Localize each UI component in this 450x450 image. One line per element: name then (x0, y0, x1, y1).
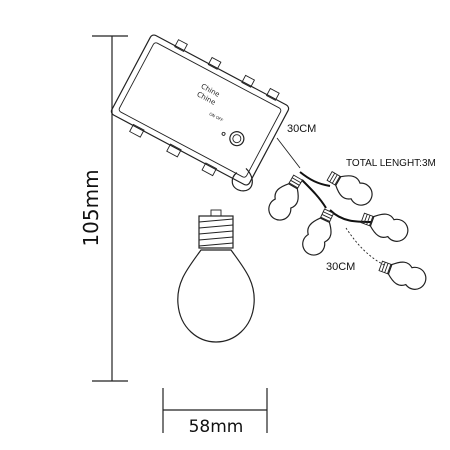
wire-segment-dashed (345, 227, 387, 267)
bulb-glass (268, 183, 299, 221)
switch-label: ON OFF (208, 111, 224, 123)
battery-box-clip (241, 74, 256, 88)
total-length-label: TOTAL LENGHT:3M (346, 158, 436, 169)
string-bulb (302, 208, 335, 256)
width-dimension: 58mm (162, 388, 268, 437)
power-switch-inner (232, 134, 242, 144)
indicator-dot (221, 131, 226, 136)
large-bulb (177, 209, 255, 343)
height-label: 105mm (79, 169, 103, 246)
string-bulb (268, 174, 303, 221)
battery-box-clip (129, 123, 145, 138)
battery-box-body (110, 34, 290, 186)
wire-length-label-1: 30CM (287, 123, 316, 135)
battery-box-clip (166, 143, 182, 158)
large-bulb-tip (210, 209, 222, 217)
power-switch (229, 131, 245, 147)
wire-segment (299, 171, 331, 187)
large-bulb-thread (198, 218, 234, 247)
bulb-glass (387, 261, 427, 290)
bulb-glass (302, 217, 332, 256)
battery-box-clip (207, 56, 222, 70)
height-dimension: 105mm (79, 35, 128, 382)
battery-box-clip (265, 87, 280, 101)
string-bulb (378, 260, 427, 290)
battery-box: Chine Chine ON OFF (110, 34, 290, 192)
large-bulb-glass (177, 249, 255, 343)
wire-segment (301, 179, 327, 209)
wire-lead (276, 137, 301, 169)
string-bulb (360, 212, 409, 242)
wire-segment (329, 209, 373, 223)
hanging-loop (231, 167, 253, 192)
bulb-glass (335, 175, 373, 206)
bulb-glass (369, 213, 409, 242)
string-bulb (326, 171, 373, 206)
battery-box-clip (174, 39, 188, 53)
battery-box-clip (201, 162, 218, 177)
width-label: 58mm (189, 417, 244, 437)
wire-length-label-2: 30CM (326, 261, 355, 273)
battery-box-lid (118, 42, 282, 178)
